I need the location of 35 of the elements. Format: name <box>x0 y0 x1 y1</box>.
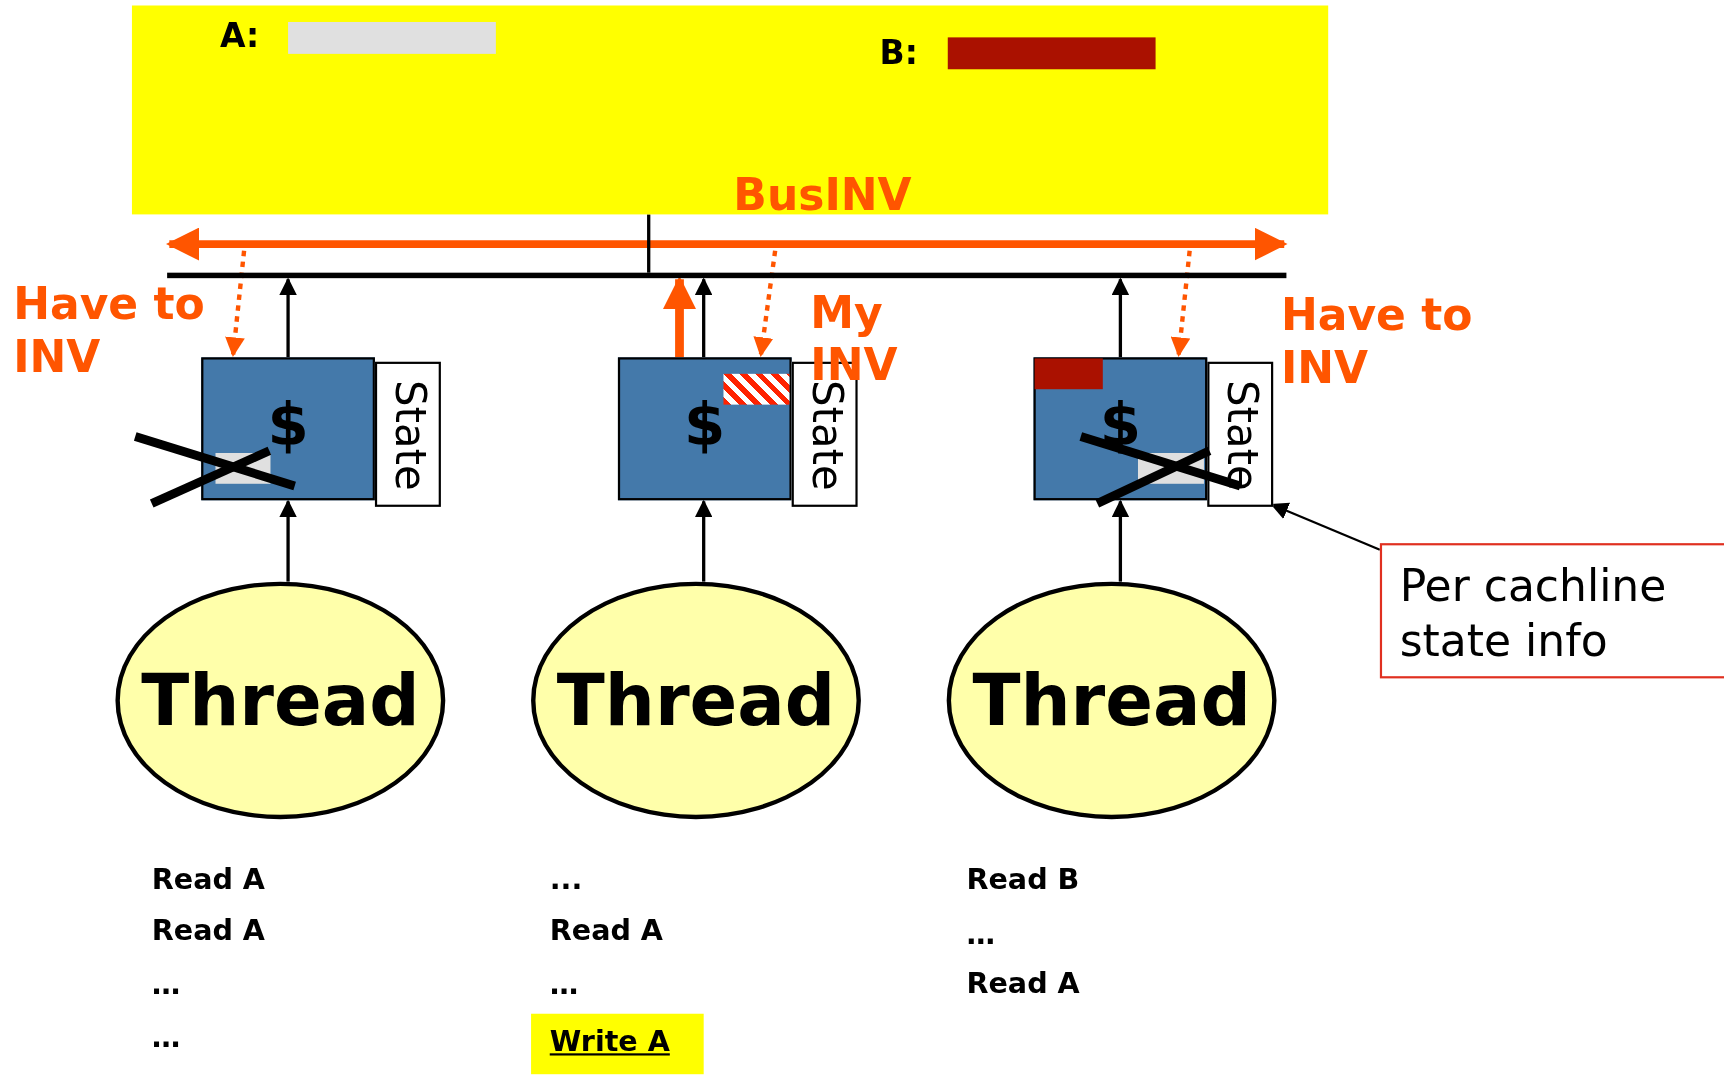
thread-ellipse: Thread <box>946 581 1277 820</box>
state-tag: State <box>374 361 441 507</box>
address-label: B: <box>879 33 918 72</box>
arrow <box>279 499 297 582</box>
instruction-text: Read B <box>966 863 1080 897</box>
cache-symbol: $ <box>683 392 727 459</box>
instruction-text: … <box>966 918 996 952</box>
memory-block <box>131 5 1329 215</box>
arrow <box>279 277 297 358</box>
thread-ellipse: Thread <box>115 581 446 820</box>
highlighted-instruction: Write A <box>531 1013 704 1075</box>
arrow <box>1170 250 1192 358</box>
instruction-text: Read A <box>151 913 265 947</box>
signal-label: Have to INV <box>13 277 206 383</box>
connector-line <box>647 214 651 273</box>
instruction-text: ... <box>549 863 583 897</box>
state-tag: State <box>1207 361 1274 507</box>
signal-label: Have to INV <box>1280 288 1474 394</box>
arrow <box>1111 499 1130 582</box>
instruction-text: Read A <box>151 863 265 897</box>
arrow <box>1111 277 1130 358</box>
thread-ellipse: Thread <box>531 581 861 820</box>
instruction-text: … <box>549 967 579 1001</box>
arrow <box>753 250 778 358</box>
instruction-text: … <box>151 1020 181 1054</box>
arrow <box>694 499 713 582</box>
note-box: Per cachline state info <box>1379 543 1724 679</box>
cache-symbol: $ <box>266 392 310 459</box>
instruction-text: … <box>151 967 181 1001</box>
arrow <box>225 250 247 358</box>
instruction-text: Read A <box>966 966 1080 1000</box>
signal-label: BusINV <box>733 168 913 221</box>
instruction-text: Read A <box>549 913 663 947</box>
arrow <box>694 277 713 358</box>
address-label: A: <box>219 16 260 55</box>
